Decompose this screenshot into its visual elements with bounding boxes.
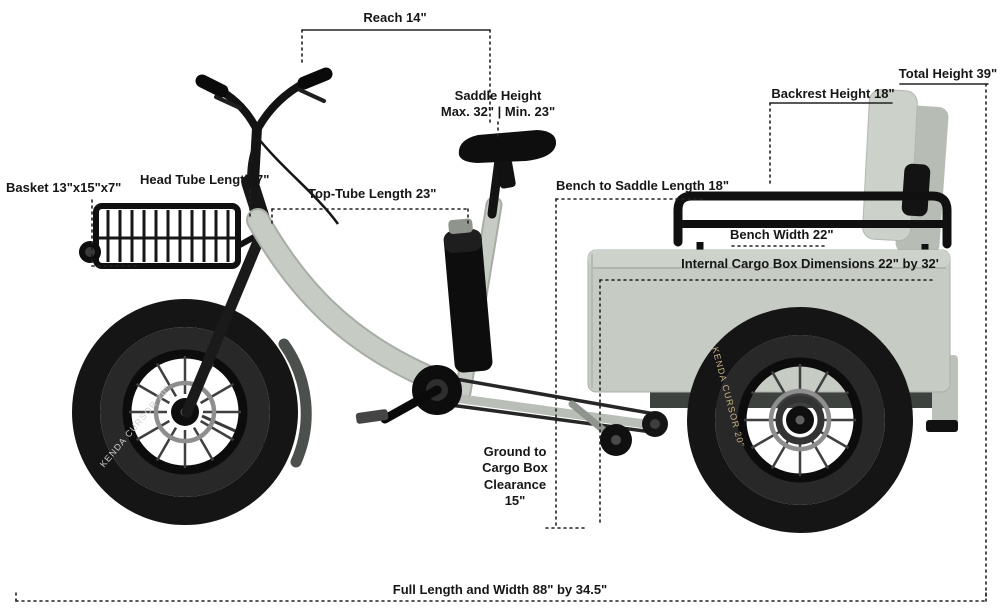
front-basket bbox=[79, 203, 258, 269]
label-cargo-box-dimensions: Internal Cargo Box Dimensions 22" by 32' bbox=[681, 256, 939, 271]
label-total-height: Total Height 39" bbox=[898, 66, 998, 81]
rear-wheel bbox=[701, 321, 899, 519]
label-basket: Basket 13"x15"x7" bbox=[6, 180, 122, 195]
label-full-length: Full Length and Width 88" by 34.5" bbox=[392, 582, 608, 597]
label-ground-clearance: Ground to Cargo Box Clearance 15" bbox=[482, 444, 548, 508]
measurement-lines bbox=[15, 29, 989, 602]
label-saddle-height: Saddle Height Max. 32" | Min. 23" bbox=[440, 88, 556, 120]
label-head-tube: Head Tube Length 7" bbox=[140, 172, 270, 187]
drivetrain bbox=[355, 365, 668, 456]
label-bench-width: Bench Width 22" bbox=[730, 227, 834, 242]
label-reach: Reach 14" bbox=[363, 10, 427, 25]
battery bbox=[443, 218, 493, 373]
headlight-icon bbox=[79, 241, 101, 263]
saddle bbox=[458, 130, 557, 219]
bench-backrest bbox=[862, 88, 949, 255]
label-bench-to-saddle: Bench to Saddle Length 18" bbox=[556, 178, 730, 193]
label-top-tube: Top-Tube Length 23" bbox=[308, 186, 437, 201]
label-backrest-height: Backrest Height 18" bbox=[771, 86, 895, 101]
